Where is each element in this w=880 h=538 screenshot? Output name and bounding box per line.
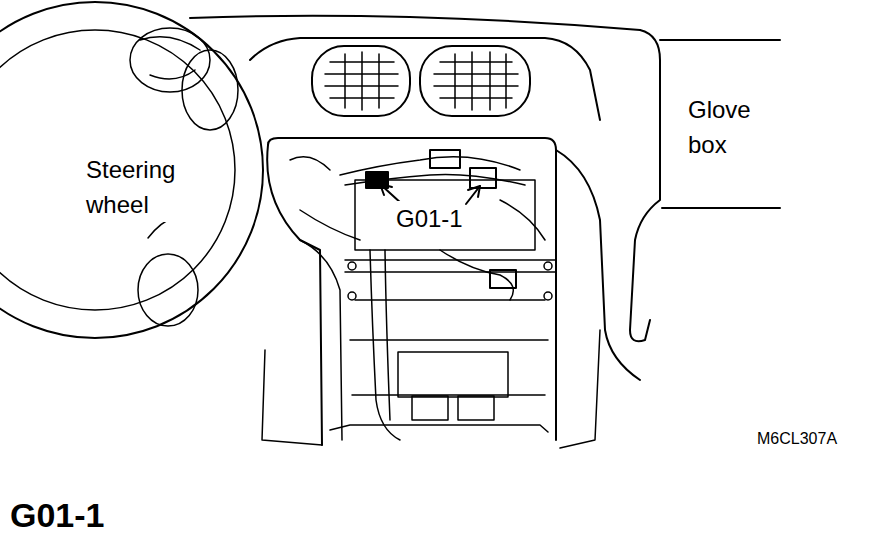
screw <box>544 292 552 300</box>
module-connector <box>458 396 494 420</box>
console-floor <box>330 425 548 432</box>
screw <box>348 262 356 270</box>
console-base <box>262 350 322 445</box>
air-vent <box>420 46 530 116</box>
steering-wheel-rim <box>0 2 263 338</box>
connector <box>470 168 496 188</box>
arrow-head <box>468 186 480 197</box>
module-connector <box>412 396 448 420</box>
wiring-harness <box>290 157 545 440</box>
console-opening <box>267 145 322 445</box>
mounting-frame <box>345 260 555 395</box>
glove-box-lid <box>662 207 780 209</box>
connector <box>490 270 516 288</box>
connector-label: G01-1 <box>394 201 465 236</box>
figure-code: M6CL307A <box>757 428 837 450</box>
steering-wheel-rim-inner <box>0 30 235 310</box>
dash-top-edge <box>190 16 640 30</box>
screw <box>544 262 552 270</box>
part-label: Steering wheel <box>84 152 206 222</box>
glove-box-lid <box>660 39 780 41</box>
air-vent <box>312 46 410 116</box>
dash-right-edge <box>556 150 640 380</box>
dash-bezel <box>250 38 600 120</box>
glove-box-edge <box>630 30 660 341</box>
arrow-head <box>380 184 392 195</box>
rear-panel <box>355 180 535 250</box>
figure-caption: G01-1 <box>10 494 105 536</box>
connector <box>430 150 460 168</box>
vent-slats <box>325 52 518 110</box>
console-base <box>560 330 600 448</box>
console-opening <box>268 138 556 440</box>
screw <box>348 292 356 300</box>
part-label: Glove box <box>688 92 768 162</box>
console-side <box>300 240 342 440</box>
control-module <box>398 352 508 397</box>
leader-arrow <box>466 186 480 204</box>
